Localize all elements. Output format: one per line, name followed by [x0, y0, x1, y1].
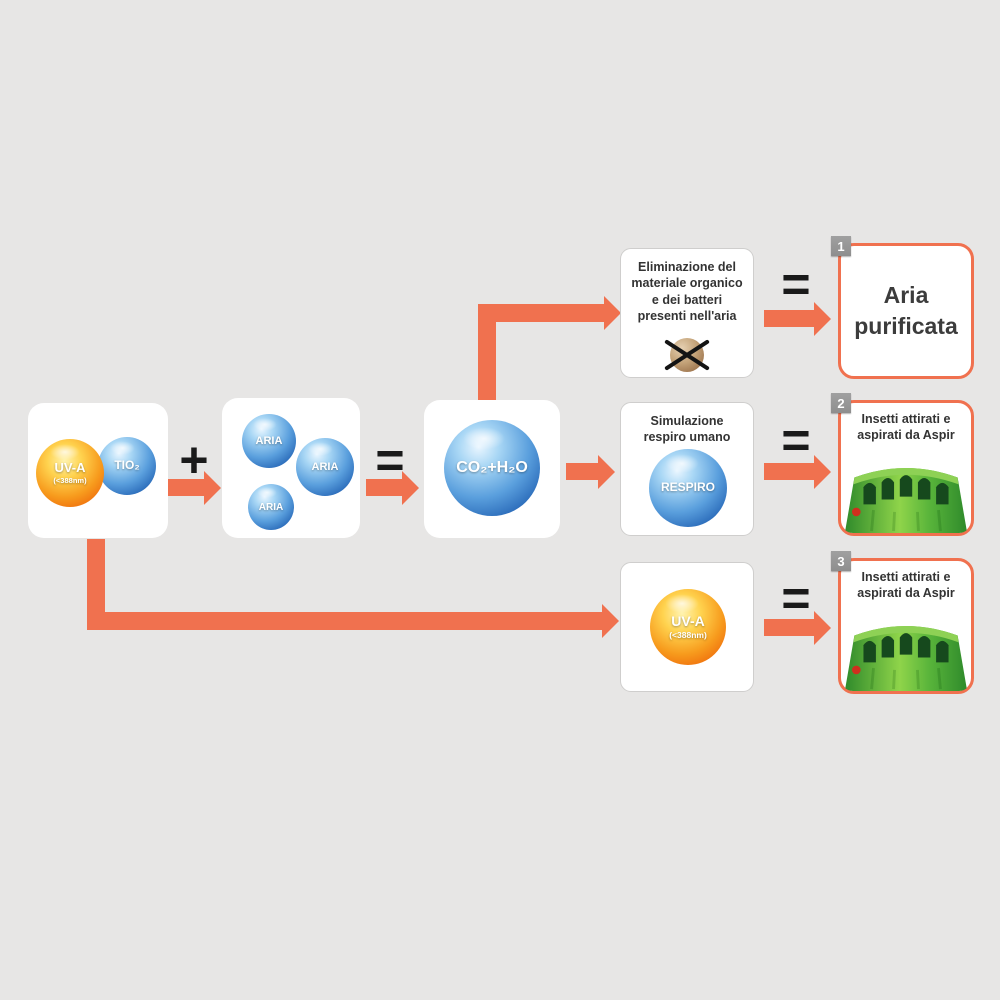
arrow-elimination-to-result1-head	[814, 302, 831, 336]
co2-h2o-sphere: CO₂+H₂O	[444, 420, 540, 516]
tio2-label: TIO₂	[114, 458, 140, 473]
breath-box: Simulazione respiro umano RESPIRO	[620, 402, 754, 536]
aria-sphere-1: ARIA	[242, 414, 296, 468]
tio2-sphere: TIO₂	[98, 437, 156, 495]
result-box-1-content: Aria purificata	[841, 246, 971, 376]
elimination-box: Eliminazione del materiale organico e de…	[620, 248, 754, 378]
arrow-reagents-to-air-head	[204, 471, 221, 505]
aspir-device-icon	[841, 447, 971, 533]
arrow-breath-to-result2	[764, 463, 814, 480]
uva-branch-label: UV-A	[671, 613, 705, 630]
uva-box: UV-A (<388nm)	[620, 562, 754, 692]
aria-sphere-3: ARIA	[248, 484, 294, 530]
arrow-reagents-to-uva-vertical	[87, 539, 105, 630]
aria-label-2: ARIA	[311, 460, 339, 473]
aria-sphere-2: ARIA	[296, 438, 354, 496]
arrow-product-to-elimination-horizontal	[478, 304, 604, 322]
arrow-uva-to-result3	[764, 619, 814, 636]
arrow-product-to-elimination-head	[604, 296, 621, 330]
plus-operator: +	[179, 432, 209, 488]
equals-operator-reaction: =	[375, 432, 405, 488]
co2-h2o-label: CO₂+H₂O	[456, 459, 528, 477]
reagents-box: TIO₂ UV-A (<388nm)	[28, 403, 168, 538]
bacteria-crossed-icon	[661, 332, 713, 378]
arrow-air-to-product	[366, 479, 402, 496]
badge-1: 1	[831, 236, 851, 256]
badge-2: 2	[831, 393, 851, 413]
result-box-3-content: Insetti attirati e aspirati da Aspir	[841, 561, 971, 691]
arrow-breath-to-result2-head	[814, 455, 831, 489]
arrow-uva-to-result3-head	[814, 611, 831, 645]
result-box-1: 1 Aria purificata	[831, 236, 974, 379]
arrow-reagents-to-uva-head	[602, 604, 619, 638]
uva-branch-sublabel: (<388nm)	[669, 629, 707, 640]
arrow-reagents-to-air	[168, 479, 204, 496]
respiro-sphere: RESPIRO	[649, 449, 727, 527]
respiro-label: RESPIRO	[660, 480, 715, 495]
arrow-product-to-breath	[566, 463, 598, 480]
uva-branch-sphere: UV-A (<388nm)	[650, 589, 726, 665]
result-box-2-content: Insetti attirati e aspirati da Aspir	[841, 403, 971, 533]
product-box: CO₂+H₂O	[424, 400, 560, 538]
uva-sublabel: (<388nm)	[53, 475, 87, 485]
breath-title: Simulazione respiro umano	[643, 414, 731, 445]
uva-label: UV-A	[54, 460, 86, 476]
arrow-air-to-product-head	[402, 471, 419, 505]
badge-3: 3	[831, 551, 851, 571]
aspir-device-icon	[841, 605, 971, 691]
arrow-elimination-to-result1	[764, 310, 814, 327]
result-box-3: 3 Insetti attirati e aspirati da Aspir	[831, 551, 974, 694]
aria-label-3: ARIA	[258, 501, 284, 513]
result-1-title: Aria purificata	[854, 282, 958, 340]
result-2-title: Insetti attirati e aspirati da Aspir	[857, 412, 955, 443]
uva-sphere: UV-A (<388nm)	[36, 439, 104, 507]
arrow-product-to-breath-head	[598, 455, 615, 489]
elimination-text: Eliminazione del materiale organico e de…	[631, 260, 743, 323]
equals-operator-branch3: =	[781, 570, 811, 626]
arrow-product-to-elimination-vertical	[478, 304, 496, 400]
air-box: ARIA ARIA ARIA	[222, 398, 360, 538]
equals-operator-branch2: =	[781, 412, 811, 468]
arrow-reagents-to-uva-horizontal	[87, 612, 602, 630]
result-3-title: Insetti attirati e aspirati da Aspir	[857, 570, 955, 601]
aria-label-1: ARIA	[255, 434, 283, 447]
equals-operator-branch1: =	[781, 256, 811, 312]
result-box-2: 2 Insetti attirati e aspirati da Aspir	[831, 393, 974, 536]
